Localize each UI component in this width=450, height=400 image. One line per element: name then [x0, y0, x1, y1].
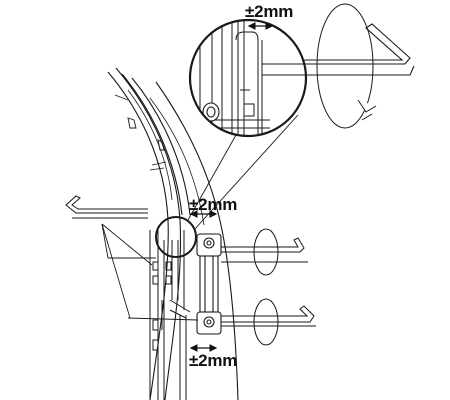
dimension-arrows [189, 22, 274, 352]
zoom-hook-rod [300, 23, 415, 76]
hinge-column [149, 230, 191, 400]
zoom-circle [188, 18, 308, 138]
vehicle-body-outline [107, 67, 239, 400]
leader-lines [101, 223, 199, 321]
zoom-suction-cup [316, 3, 377, 129]
tolerance-label-bottom: ±2mm [189, 351, 238, 370]
tolerance-label-middle: ±2mm [189, 195, 238, 214]
detail-marker-circle [155, 216, 197, 258]
zoom-detail-content [190, 20, 306, 136]
tolerance-label-top: ±2mm [245, 2, 294, 21]
hinge-block [196, 233, 222, 335]
hook-rods [221, 237, 316, 327]
suction-cups [253, 228, 279, 346]
left-bracket [65, 195, 148, 219]
